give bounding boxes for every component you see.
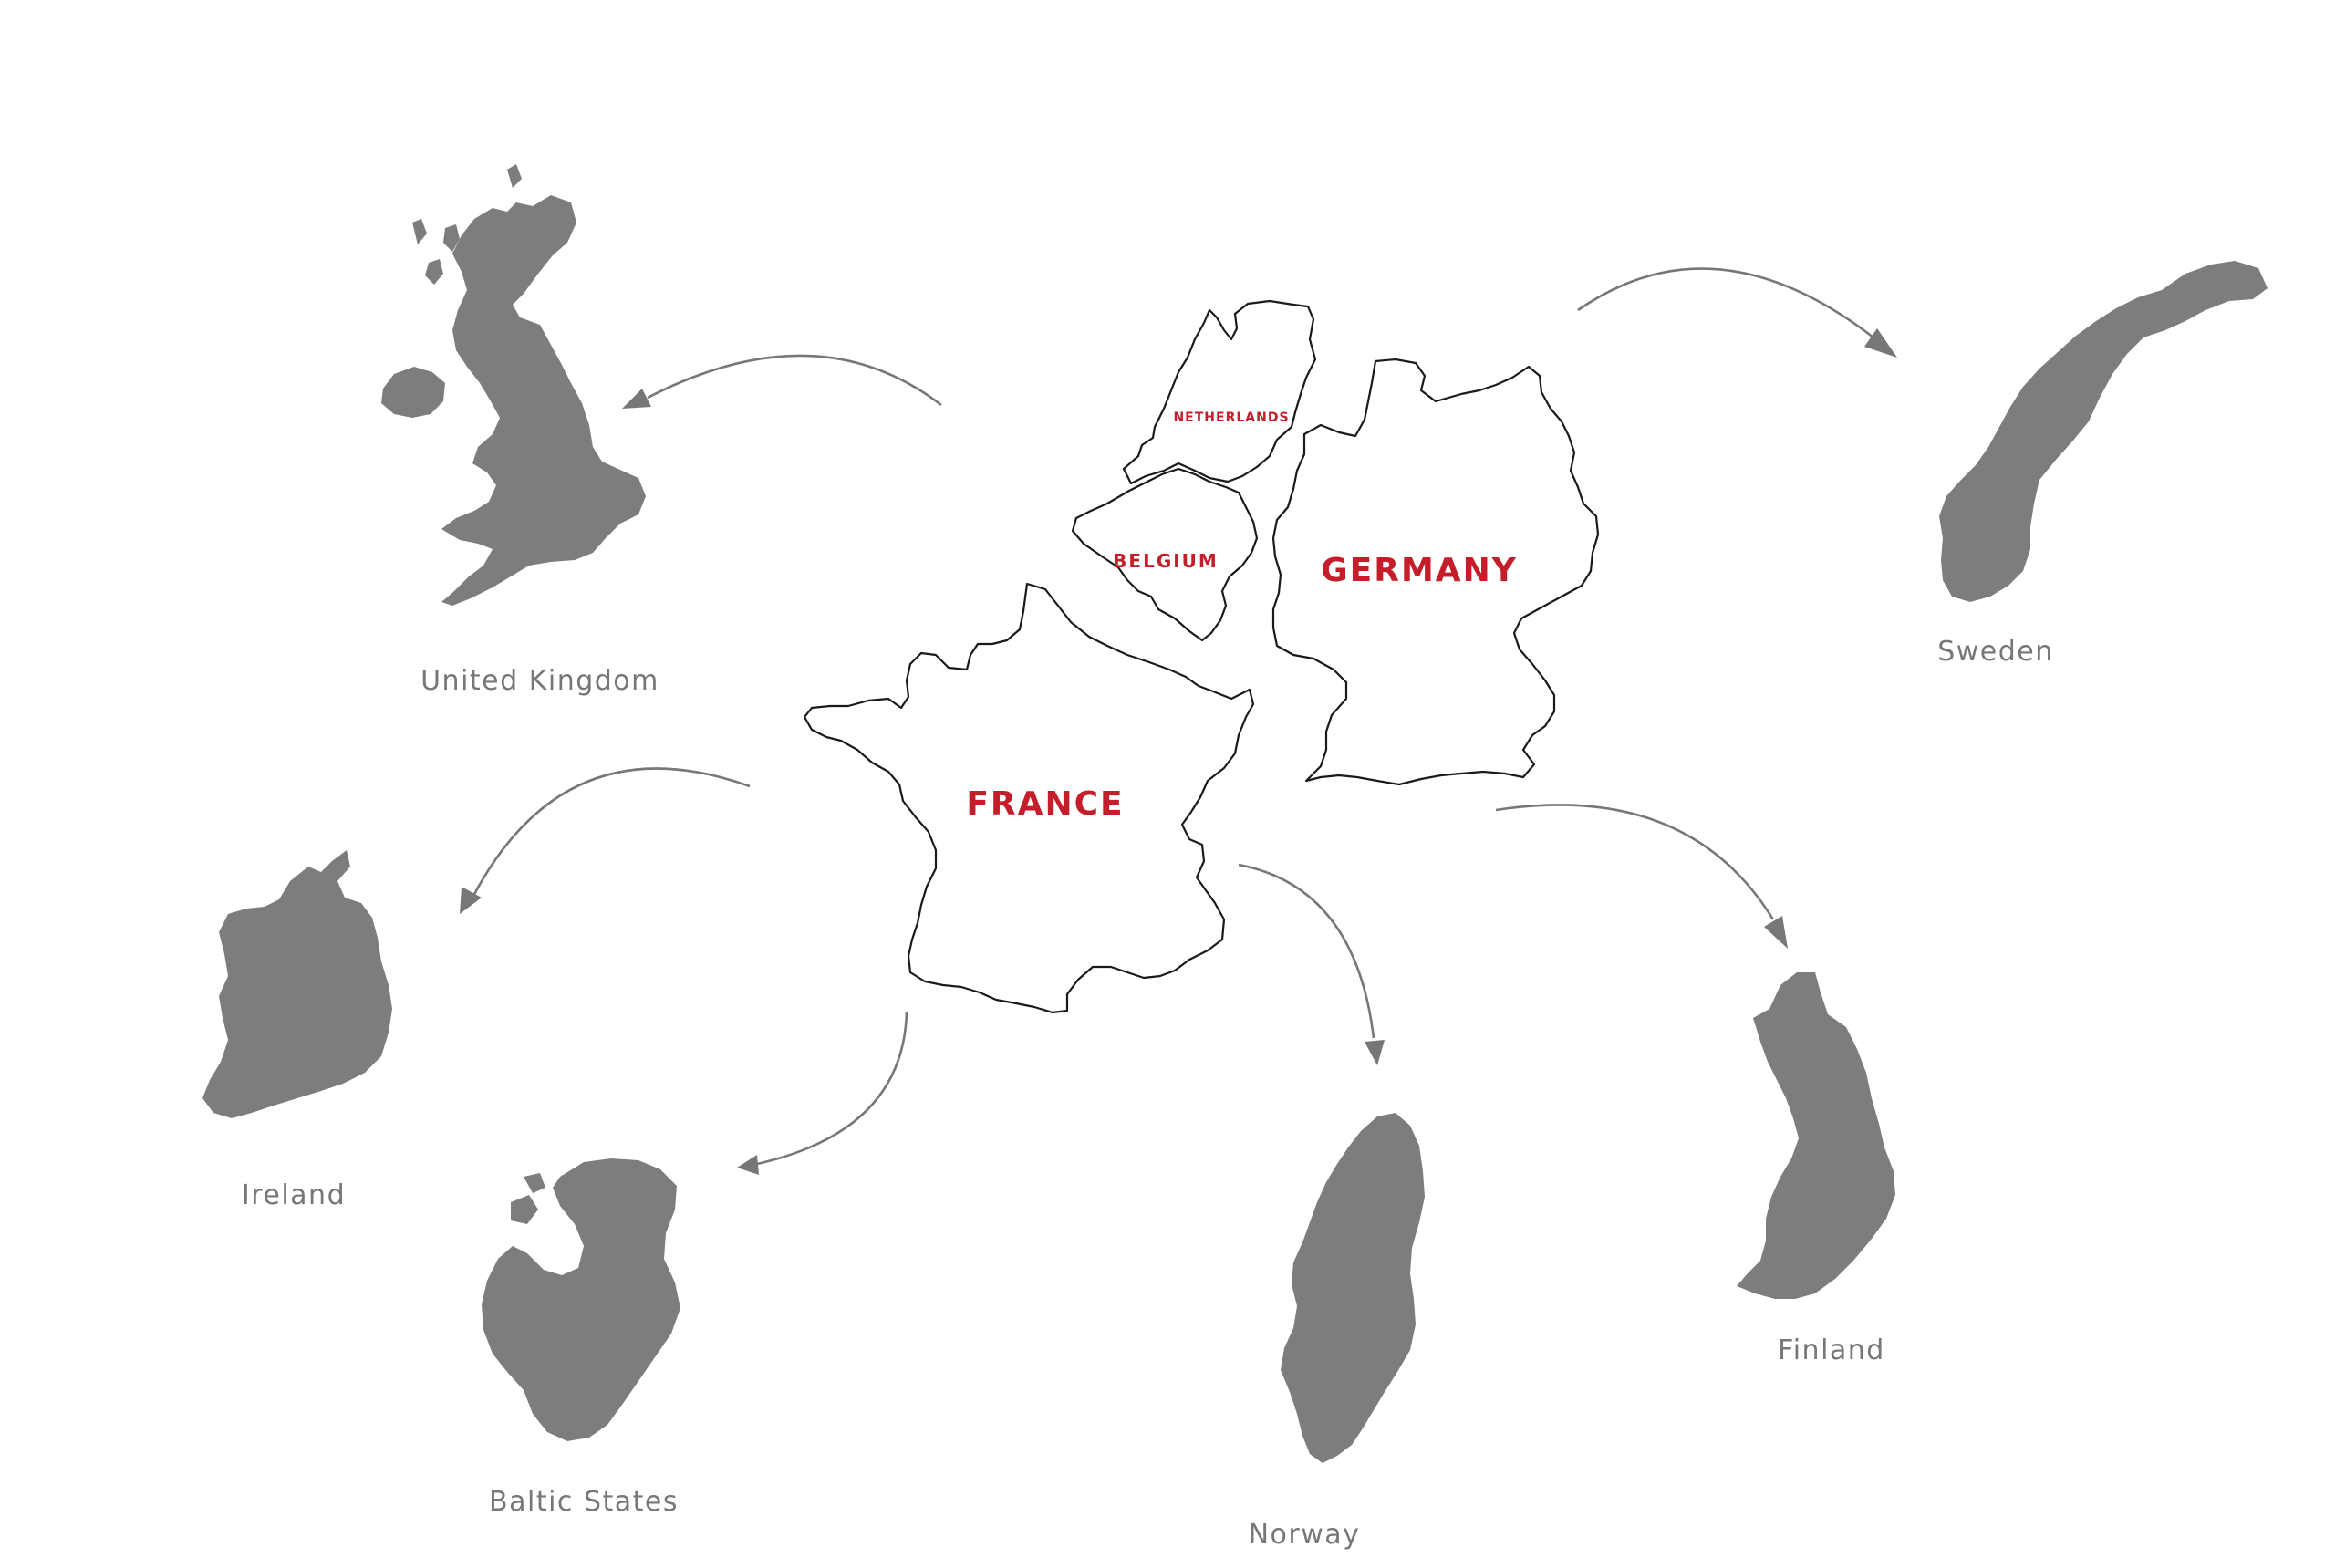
hub-labels: FRANCE GERMANY BELGIUM NETHERLANDS bbox=[966, 410, 1518, 823]
arrowhead-sweden bbox=[1864, 328, 1897, 358]
netherlands-outline bbox=[1122, 299, 1317, 485]
route-line-baltic-states bbox=[756, 1012, 908, 1166]
route-line-finland bbox=[1495, 804, 1775, 920]
route-line-united-kingdom bbox=[647, 354, 942, 407]
northern-ireland-shape bbox=[381, 367, 445, 418]
route-to-sweden bbox=[1577, 267, 1897, 358]
arrowhead-baltic-states bbox=[737, 1155, 759, 1175]
route-to-ireland bbox=[460, 767, 751, 914]
arrowhead-finland bbox=[1764, 916, 1788, 949]
germany-outline bbox=[1271, 358, 1600, 786]
baltic-states-shape bbox=[482, 1158, 680, 1441]
hub-label-france: FRANCE bbox=[966, 785, 1124, 823]
hub-label-netherlands: NETHERLANDS bbox=[1173, 410, 1289, 425]
destination-label-united-kingdom: United Kingdom bbox=[420, 665, 659, 697]
route-to-norway bbox=[1238, 863, 1385, 1065]
route-to-baltic-states bbox=[737, 1012, 908, 1175]
hub-countries bbox=[803, 299, 1600, 1014]
hub-label-belgium: BELGIUM bbox=[1113, 550, 1219, 572]
arrowhead-norway bbox=[1365, 1040, 1385, 1065]
route-line-norway bbox=[1238, 863, 1375, 1039]
norway-shape bbox=[1281, 1113, 1425, 1463]
united-kingdom-shape bbox=[381, 164, 646, 606]
ireland-shape bbox=[202, 850, 392, 1118]
france-outline bbox=[803, 582, 1255, 1014]
hub-label-germany: GERMANY bbox=[1321, 552, 1518, 589]
routes bbox=[460, 267, 1897, 1175]
arrowhead-ireland bbox=[460, 887, 482, 914]
baltic-mainland-shape bbox=[482, 1158, 680, 1441]
destination-label-baltic-states: Baltic States bbox=[489, 1486, 679, 1518]
great-britain-shape bbox=[441, 195, 646, 606]
scottish-islands-shape bbox=[412, 164, 522, 285]
arrowhead-united-kingdom bbox=[622, 389, 651, 409]
destination-labels: United Kingdom Ireland Baltic States Nor… bbox=[242, 636, 2054, 1551]
destination-label-sweden: Sweden bbox=[1937, 636, 2054, 668]
route-line-ireland bbox=[471, 767, 751, 898]
route-to-united-kingdom bbox=[622, 354, 942, 409]
finland-shape bbox=[1737, 972, 1895, 1299]
route-line-sweden bbox=[1577, 267, 1874, 339]
baltic-islands-shape bbox=[511, 1173, 545, 1224]
destination-countries bbox=[202, 164, 2268, 1463]
route-to-finland bbox=[1495, 804, 1788, 949]
destination-label-ireland: Ireland bbox=[242, 1179, 346, 1211]
sweden-shape bbox=[1939, 261, 2268, 602]
destination-label-finland: Finland bbox=[1778, 1334, 1885, 1366]
destination-label-norway: Norway bbox=[1249, 1519, 1361, 1551]
belgium-outline bbox=[1071, 467, 1259, 642]
